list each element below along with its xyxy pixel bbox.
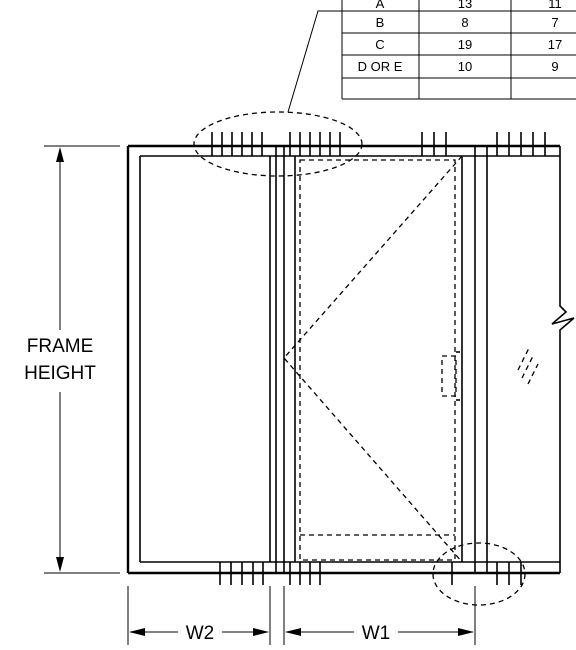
table-row-a-value-2: 11	[548, 0, 562, 11]
fastener-table: A 13 11 B 8 7 C 19 17 D OR E 10 9	[341, 0, 576, 100]
frame-height-label-line1: FRAME	[27, 336, 94, 357]
frame-structure	[126, 144, 575, 575]
door-handle-icon	[441, 351, 460, 401]
width-dimensions: W2 W1	[127, 586, 476, 645]
top-fasteners	[211, 132, 546, 156]
glass-hatch-marks	[517, 345, 539, 385]
table-row-b-value-1: 8	[461, 15, 468, 30]
table-row-c-value-2: 17	[548, 37, 562, 52]
table-row-a-label: A	[376, 0, 385, 11]
table-row-de-value-2: 9	[551, 59, 558, 74]
door-panel-outline	[283, 155, 463, 563]
leader-line	[287, 10, 342, 113]
bottom-fasteners	[219, 562, 522, 585]
table-row-b-label: B	[376, 15, 385, 30]
frame-height-label-line2: HEIGHT	[24, 363, 96, 384]
table-row-de-label: D OR E	[358, 59, 403, 74]
table-row-c-label: C	[375, 37, 384, 52]
table-row-c-value-1: 19	[458, 37, 472, 52]
bottom-callout-ellipse	[432, 542, 526, 606]
w2-label: W2	[186, 623, 215, 644]
top-callout-ellipse	[193, 111, 363, 177]
w1-label: W1	[362, 623, 391, 644]
table-row-b-value-2: 7	[551, 15, 558, 30]
table-row-de-value-1: 10	[458, 59, 472, 74]
table-row-a-value-1: 13	[458, 0, 472, 11]
frame-height-dimension: FRAME HEIGHT	[24, 145, 120, 574]
